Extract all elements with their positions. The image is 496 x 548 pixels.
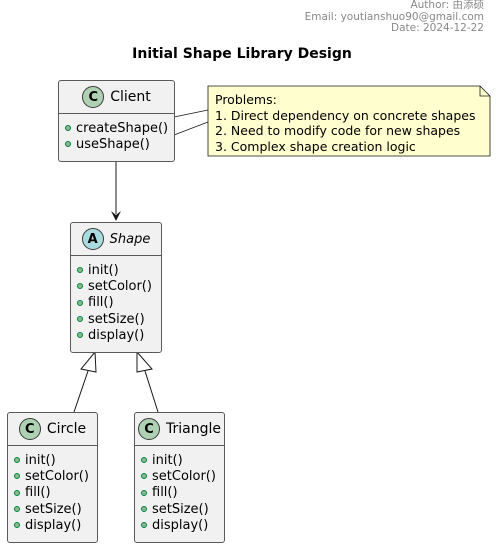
abstract-class-icon: A <box>81 228 104 250</box>
public-method-icon <box>141 522 147 529</box>
method-list: init() setColor() fill() setSize() displ… <box>8 446 97 537</box>
note-connector-line-2 <box>173 121 209 136</box>
class-client[interactable]: C Client createShape() useShape() <box>58 80 175 162</box>
diagram-header: Author: 由添硕 Email: youtianshuo90@gmail.c… <box>305 0 484 35</box>
public-method-icon <box>141 489 147 496</box>
public-method-icon <box>141 473 147 480</box>
method-item: setColor() <box>141 468 224 484</box>
method-item: display() <box>141 517 224 533</box>
method-item: setSize() <box>14 501 97 517</box>
author-text: Author: 由添硕 <box>410 0 484 11</box>
note-line-2: 2. Need to modify code for new shapes <box>215 123 461 139</box>
class-icon: C <box>138 418 160 440</box>
class-name: Circle <box>46 421 87 437</box>
public-method-icon <box>65 125 71 132</box>
method-item: setSize() <box>77 311 161 327</box>
method-item: setColor() <box>14 468 97 484</box>
method-item: init() <box>141 452 224 468</box>
method-item: fill() <box>77 295 161 311</box>
note-border <box>207 85 491 157</box>
public-method-icon <box>141 506 147 513</box>
circle-inherit-arrowhead <box>80 350 97 373</box>
public-method-icon <box>14 506 20 513</box>
problems-note: Problems: 1. Direct dependency on concre… <box>208 86 490 156</box>
public-method-icon <box>14 489 20 496</box>
method-list: init() setColor() fill() setSize() displ… <box>71 256 161 347</box>
method-item: display() <box>14 517 97 533</box>
method-item: setSize() <box>141 501 224 517</box>
class-name: Triangle <box>166 421 221 437</box>
method-item: fill() <box>14 485 97 501</box>
method-item: setColor() <box>77 278 161 294</box>
method-item: createShape() <box>65 120 174 136</box>
diagram-title: Initial Shape Library Design <box>132 46 352 62</box>
public-method-icon <box>65 141 71 148</box>
public-method-icon <box>14 473 20 480</box>
class-circle-header: C Circle <box>8 413 97 446</box>
method-item: display() <box>77 327 161 343</box>
class-icon: C <box>82 86 105 108</box>
public-method-icon <box>141 457 147 464</box>
date-text: Date: 2024-12-22 <box>391 22 484 35</box>
class-circle[interactable]: C Circle init() setColor() fill() setSiz… <box>7 412 98 543</box>
method-item: useShape() <box>65 136 174 152</box>
public-method-icon <box>77 299 83 306</box>
public-method-icon <box>77 316 83 323</box>
method-item: init() <box>14 452 97 468</box>
class-client-header: C Client <box>59 81 174 114</box>
class-shape[interactable]: A Shape init() setColor() fill() setSize… <box>70 222 162 353</box>
class-triangle[interactable]: C Triangle init() setColor() fill() setS… <box>134 412 225 543</box>
triangle-inherit-line <box>144 370 159 413</box>
class-name: Client <box>110 89 151 105</box>
email-text: Email: youtianshuo90@gmail.com <box>304 10 484 23</box>
dependency-arrowhead <box>111 211 121 221</box>
note-fold <box>479 86 490 97</box>
public-method-icon <box>14 457 20 464</box>
note-line-1: 1. Direct dependency on concrete shapes <box>215 107 476 123</box>
class-icon: C <box>18 418 41 440</box>
method-item: fill() <box>141 485 224 501</box>
method-list: createShape() useShape() <box>59 114 174 157</box>
public-method-icon <box>77 332 83 339</box>
triangle-inherit-arrowhead <box>136 350 153 373</box>
method-list: init() setColor() fill() setSize() displ… <box>135 446 224 537</box>
circle-inherit-line <box>73 370 89 413</box>
public-method-icon <box>77 267 83 274</box>
note-line-3: 3. Complex shape creation logic <box>215 138 416 154</box>
public-method-icon <box>77 283 83 290</box>
note-line-heading: Problems: <box>215 92 277 107</box>
public-method-icon <box>14 522 20 529</box>
note-connector-line <box>173 109 209 118</box>
class-shape-header: A Shape <box>71 223 161 256</box>
method-item: init() <box>77 262 161 278</box>
class-triangle-header: C Triangle <box>135 413 224 446</box>
class-name: Shape <box>109 231 151 247</box>
